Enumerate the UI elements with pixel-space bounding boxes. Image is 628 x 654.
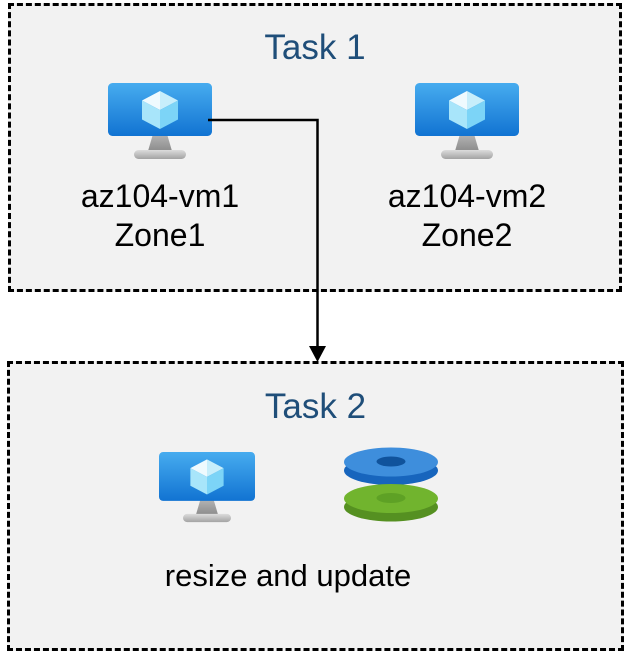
vm2-zone: Zone2: [421, 217, 513, 253]
task1-title: Task 1: [264, 28, 366, 67]
managed-disks-icon: [341, 447, 441, 522]
vm1-name: az104-vm1: [80, 178, 240, 214]
vm2-label: az104-vm2 Zone2: [388, 177, 546, 255]
task2-box: Task 2 resize and update: [7, 361, 624, 651]
vm1-label: az104-vm1 Zone1: [81, 177, 239, 255]
vm2-group: az104-vm2 Zone2: [357, 83, 577, 255]
task2-caption: resize and update: [164, 558, 412, 593]
virtual-machine-icon: [108, 83, 212, 161]
task1-box: Task 1 az104-vm1 Zone1 az104-vm2 Zone2: [8, 3, 622, 292]
task2-title: Task 2: [264, 387, 367, 426]
vm1-zone: Zone1: [114, 217, 206, 253]
virtual-machine-icon: [415, 83, 519, 161]
arrow-head: [309, 346, 326, 362]
vm2-name: az104-vm2: [387, 178, 547, 214]
virtual-machine-icon: [159, 452, 255, 524]
vm1-group: az104-vm1 Zone1: [50, 83, 270, 255]
